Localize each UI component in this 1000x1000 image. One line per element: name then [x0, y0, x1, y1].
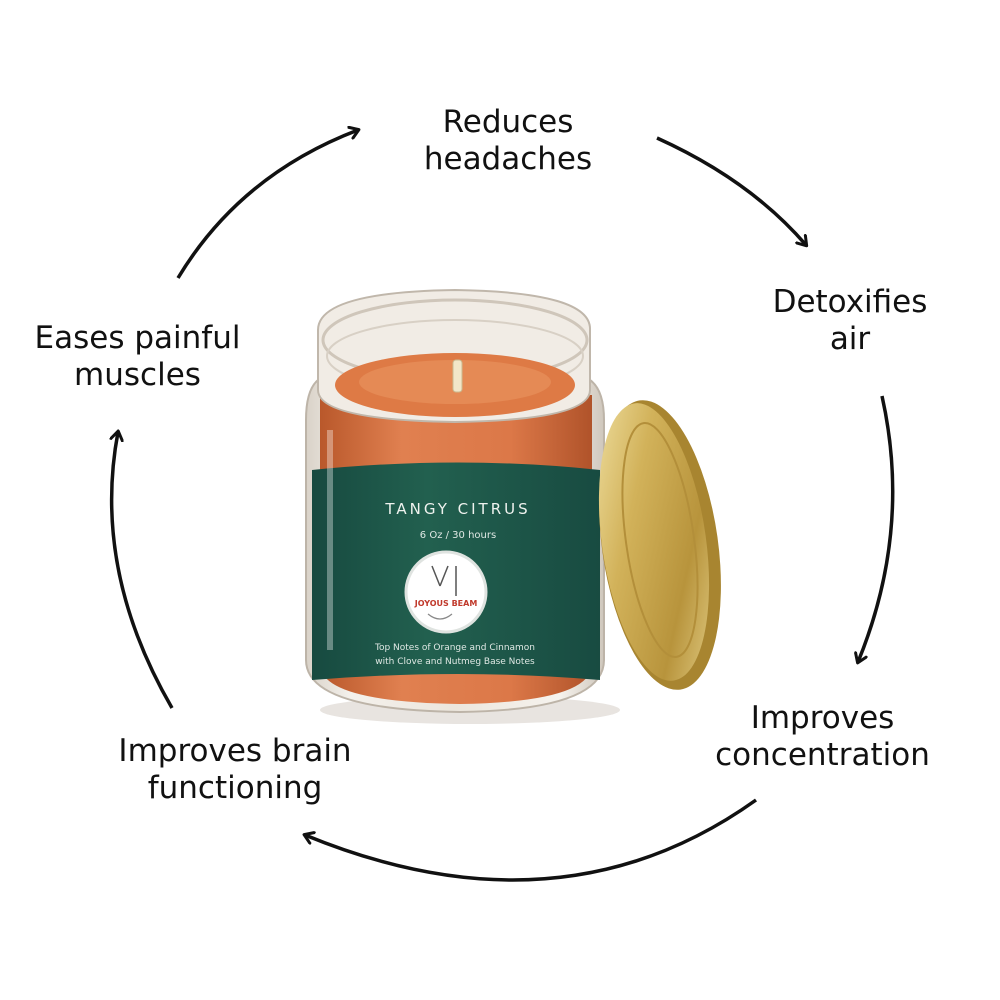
benefit-eases-painful-muscles: Eases painful muscles [5, 320, 270, 394]
arrow-bottom-right-to-bottom-left [305, 798, 758, 882]
benefit-bottom-right-line2: concentration [715, 737, 930, 773]
benefit-bottom-left-line2: functioning [147, 770, 323, 806]
arrow-top-to-right [656, 136, 806, 245]
benefit-improves-brain-functioning: Improves brain functioning [90, 733, 380, 807]
benefit-left-line2: muscles [74, 357, 201, 393]
benefit-reduces-headaches: Reduces headaches [388, 104, 628, 178]
candle-lid [598, 400, 721, 690]
benefit-detoxifies-air: Detoxifies air [735, 284, 965, 358]
candle-jar: TANGY CITRUS 6 Oz / 30 hours JOYOUS BEAM… [305, 288, 620, 724]
brand-logo [404, 550, 488, 634]
product-notes-line1: Top Notes of Orange and Cinnamon [374, 643, 535, 653]
benefit-right-line2: air [829, 321, 871, 357]
benefit-top-line2: headaches [423, 141, 593, 177]
brand-name: JOYOUS BEAM [414, 599, 478, 608]
benefit-left-line1: Eases painful [34, 320, 241, 356]
arrow-right-to-bottom-right [858, 395, 895, 662]
brand-logo-mark-icon [431, 565, 457, 596]
product-notes-line2: with Clove and Nutmeg Base Notes [375, 657, 535, 667]
product-size: 6 Oz / 30 hours [420, 530, 496, 541]
arrow-left-to-top [176, 130, 358, 279]
benefit-right-line1: Detoxifies [772, 284, 928, 320]
benefit-improves-concentration: Improves concentration [690, 700, 955, 774]
benefit-top-line1: Reduces [442, 104, 574, 140]
product-name: TANGY CITRUS [384, 500, 530, 518]
benefit-bottom-left-line1: Improves brain [118, 733, 352, 769]
benefit-bottom-right-line1: Improves [750, 700, 895, 736]
arrow-bottom-left-to-left [112, 432, 174, 709]
